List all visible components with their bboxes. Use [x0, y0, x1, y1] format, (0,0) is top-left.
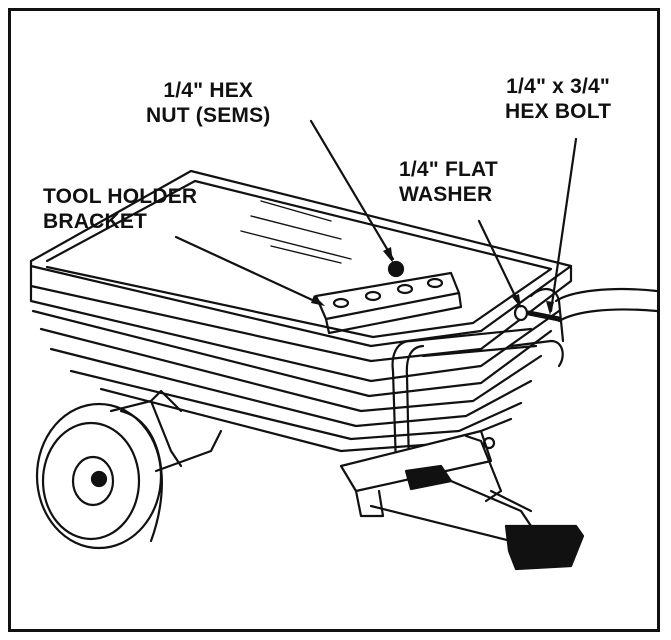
tool-holder-arrowhead: [311, 295, 325, 306]
tool-holder-leader: [174, 235, 323, 306]
cart-tub: [29, 169, 573, 453]
hex-nut-label-line2: NUT (SEMS): [146, 104, 271, 127]
hex-nut-label: 1/4" HEX NUT (SEMS): [146, 78, 271, 128]
flat-washer-label-line1: 1/4" FLAT: [399, 158, 498, 181]
hex-nut-label-line1: 1/4" HEX: [163, 79, 254, 102]
washer-arrowhead: [512, 294, 521, 308]
cart-handle: [391, 287, 657, 468]
hex-bolt-label-line2: HEX BOLT: [505, 100, 612, 123]
flat-washer-label: 1/4" FLAT WASHER: [399, 157, 498, 207]
hex-bolt-arrowhead: [546, 301, 554, 315]
tool-holder-bracket-label: TOOL HOLDER BRACKET: [43, 184, 197, 234]
washer-leader: [477, 219, 521, 306]
hex-bolt-shape: [526, 310, 562, 322]
hex-bolt-label: 1/4" x 3/4" HEX BOLT: [505, 74, 611, 124]
washer-shape: [513, 304, 529, 322]
hex-bolt-leader: [549, 137, 578, 313]
cart-wheel: [35, 389, 223, 550]
tool-holder-bracket-shape: [314, 271, 463, 335]
cart-hitch: [339, 429, 585, 571]
tool-holder-bracket-label-line2: BRACKET: [43, 210, 148, 233]
hex-nut-leader: [309, 119, 395, 261]
leader-lines: [174, 119, 578, 313]
hex-nut-arrowhead: [383, 247, 393, 263]
flat-washer-label-line2: WASHER: [399, 183, 493, 206]
cart-illustration: [29, 119, 657, 571]
hex-bolt-label-line1: 1/4" x 3/4": [506, 75, 611, 98]
tool-holder-bracket-label-line1: TOOL HOLDER: [43, 185, 198, 208]
hex-nut-shape: [387, 260, 405, 278]
diagram-frame: 1/4" HEX NUT (SEMS) 1/4" x 3/4" HEX BOLT…: [8, 8, 660, 632]
